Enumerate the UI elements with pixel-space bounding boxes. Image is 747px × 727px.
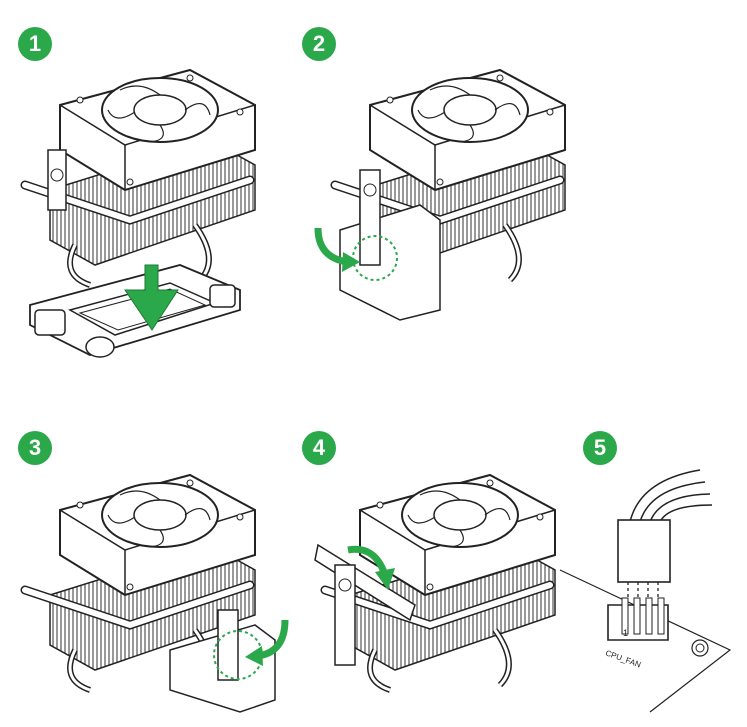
step-3-panel [25, 475, 289, 713]
step-4-panel [314, 475, 555, 690]
step-badge-5: 5 [583, 431, 617, 465]
down-arrow-icon [124, 264, 179, 331]
board-hole-icon [691, 639, 709, 657]
fan-plug [617, 519, 671, 583]
pin-label: 1 [623, 628, 628, 638]
clip-lever [47, 149, 67, 211]
curved-arrow-icon [347, 545, 389, 577]
step-badge-2: 2 [302, 27, 336, 61]
connector-label: CPU_FAN [604, 648, 642, 669]
step-badge-1: 1 [18, 27, 52, 61]
step-badge-4: 4 [302, 431, 336, 465]
step-1-panel [25, 70, 255, 358]
fan-cable [629, 469, 713, 523]
step-5-panel: 1 CPU_FAN [559, 469, 732, 713]
step-badge-3: 3 [18, 431, 52, 465]
step-2-panel [314, 70, 565, 321]
